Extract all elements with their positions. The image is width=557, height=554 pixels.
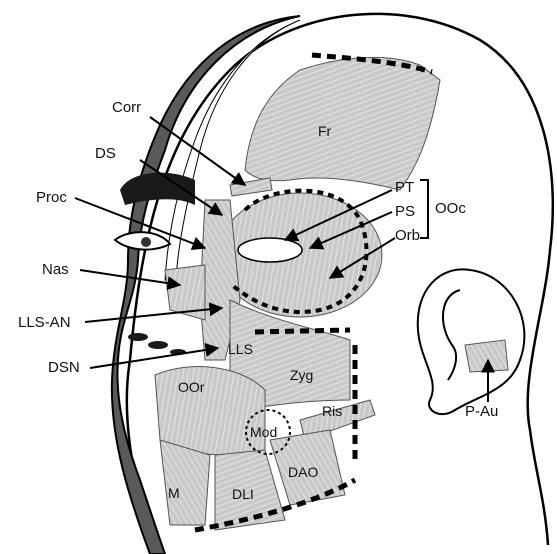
label-p-au: P-Au — [465, 404, 498, 419]
label-proc: Proc — [36, 190, 67, 205]
label-nas: Nas — [42, 262, 69, 277]
label-dsn: DSN — [48, 360, 80, 375]
label-orb: Orb — [395, 228, 420, 243]
label-lls-an: LLS-AN — [18, 315, 71, 330]
eye-pupil — [141, 237, 151, 247]
label-ooc: OOc — [435, 201, 466, 216]
label-mod: Mod — [250, 425, 277, 439]
label-m: M — [168, 486, 180, 500]
ear-outline — [418, 269, 525, 414]
label-ds: DS — [95, 146, 116, 161]
label-ris: Ris — [322, 404, 342, 418]
eye-opening — [238, 238, 302, 262]
label-dli: DLI — [232, 487, 254, 501]
label-pt: PT — [395, 180, 414, 195]
muscle-corrugator — [230, 178, 272, 196]
ooc-bracket — [420, 180, 428, 238]
muscle-frontalis — [245, 57, 440, 190]
label-oor: OOr — [178, 380, 204, 394]
nostril-1 — [128, 333, 148, 341]
label-lls: LLS — [228, 342, 253, 356]
muscle-posterior-auricular — [465, 340, 508, 372]
nostril-2 — [148, 341, 168, 349]
label-zyg: Zyg — [290, 368, 313, 382]
leader-dsn — [90, 348, 218, 368]
label-ps: PS — [395, 204, 415, 219]
label-fr: Fr — [318, 124, 331, 138]
label-corr: Corr — [112, 100, 141, 115]
muscle-mentalis — [160, 440, 210, 525]
muscle-orbicularis-oris — [155, 367, 265, 456]
label-dao: DAO — [288, 465, 318, 479]
